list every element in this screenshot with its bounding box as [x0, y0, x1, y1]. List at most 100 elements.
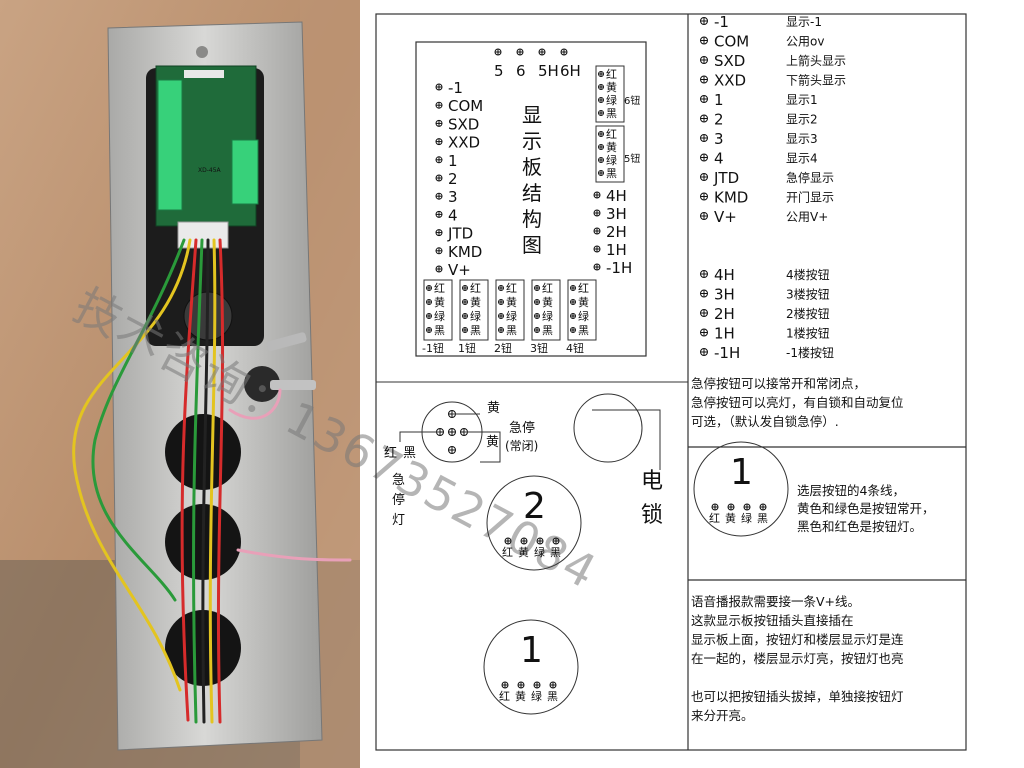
- legend-desc: 公用ov: [786, 35, 824, 49]
- terminal-icon: [538, 48, 546, 56]
- bottom-group-label: 3钮: [530, 341, 548, 355]
- terminal-icon: [593, 245, 601, 253]
- voice-note-line: 在一起的，楼层显示灯亮，按钮灯也亮: [691, 651, 904, 666]
- btn6-color: 绿: [606, 93, 617, 107]
- legend-desc: 上箭头显示: [786, 53, 846, 68]
- left-pin-label: 2: [448, 170, 458, 188]
- right-pin-label: 1H: [606, 241, 627, 259]
- bottom-group-color: 红: [434, 282, 445, 295]
- left-pin-label: SXD: [448, 115, 479, 133]
- legend-pin: V+: [714, 208, 737, 226]
- terminal-icon: [570, 313, 576, 319]
- button-number: 2: [523, 486, 546, 527]
- legend-pin: XXD: [714, 72, 746, 90]
- terminal-icon: [700, 212, 708, 220]
- top-header: [184, 70, 224, 78]
- terminal-icon: [700, 309, 708, 317]
- terminal-icon: [598, 157, 604, 163]
- bottom-group-color: 绿: [506, 309, 517, 323]
- socket-color: 绿: [531, 689, 542, 703]
- terminal-icon: [570, 285, 576, 291]
- left-pin-label: JTD: [447, 225, 473, 243]
- terminal-icon: [700, 134, 708, 142]
- legend-h-desc: 1楼按钮: [786, 326, 830, 341]
- estop-lamp-char: 急: [392, 473, 405, 488]
- board-title-char: 板: [522, 155, 542, 179]
- estop-note-line: 急停按钮可以亮灯，有自锁和自动复位: [691, 395, 904, 410]
- socket-color: 黄: [725, 511, 736, 525]
- voice-note: 语音播报款需要接一条V+线。这款显示板按钮插头直接插在显示板上面，按钮灯和楼层显…: [691, 594, 904, 723]
- terminal-icon: [435, 229, 443, 237]
- btn6-box: [595, 65, 625, 123]
- legend-pin: SXD: [714, 52, 745, 70]
- lock-wire: [592, 409, 661, 470]
- device-photo: XD-45A: [0, 0, 360, 768]
- terminal-icon: [598, 71, 604, 77]
- terminal-icon: [435, 174, 443, 182]
- terminal-icon: [598, 131, 604, 137]
- socket-color: 绿: [741, 511, 752, 525]
- socket-color: 红: [499, 690, 510, 703]
- right-pin-label: 2H: [606, 223, 627, 241]
- terminal-icon: [462, 299, 468, 305]
- bottom-group-color: 红: [542, 282, 553, 295]
- terminal-icon: [494, 48, 502, 56]
- mount-hole: [196, 46, 208, 58]
- terminal-icon: [700, 173, 708, 181]
- terminal-icon: [593, 209, 601, 217]
- btn6-label: 6钮: [624, 94, 640, 107]
- terminal-icon: [598, 84, 604, 90]
- board-title-char: 显: [522, 103, 542, 127]
- terminal-icon: [520, 537, 528, 545]
- terminal-icon: [598, 170, 604, 176]
- legend-h-desc: 4楼按钮: [786, 267, 830, 282]
- terminal-icon: [498, 327, 504, 333]
- button-socket: [486, 475, 582, 571]
- estop-black: 黑: [403, 446, 416, 461]
- btn5-color: 黑: [606, 167, 617, 180]
- button-note: 选层按钮的4条线，黄色和绿色是按钮常开，黑色和红色是按钮灯。: [797, 483, 935, 534]
- voice-note-line: 显示板上面，按钮灯和楼层显示灯是连: [691, 632, 904, 647]
- key-2: [270, 380, 316, 390]
- wire-bundle: [72, 238, 352, 724]
- bottom-group-color: 黄: [434, 295, 445, 309]
- socket-color: 红: [709, 512, 720, 525]
- terminal-icon: [598, 110, 604, 116]
- legend-pin: 1: [714, 91, 724, 109]
- terminal-icon: [534, 327, 540, 333]
- right-pin-label: 4H: [606, 187, 627, 205]
- pcb-label: XD-45A: [198, 167, 222, 174]
- board-title-char: 构: [522, 207, 542, 231]
- terminal-icon: [534, 299, 540, 305]
- legend-h-desc: 3楼按钮: [786, 287, 830, 302]
- terminal-icon: [462, 285, 468, 291]
- terminal-icon: [435, 247, 443, 255]
- terminal-icon: [498, 313, 504, 319]
- bottom-group-color: 绿: [434, 309, 445, 323]
- button-note-line: 黑色和红色是按钮灯。: [797, 519, 922, 534]
- terminal-icon: [593, 191, 601, 199]
- btn5-color: 黄: [606, 140, 617, 154]
- voice-note-line: 这款显示板按钮插头直接插在: [691, 613, 854, 628]
- terminal-icon: [435, 83, 443, 91]
- terminal-icon: [533, 681, 541, 689]
- legend-h-pin: 4H: [714, 266, 735, 284]
- legend-desc: 急停显示: [786, 170, 834, 185]
- terminal-icon: [536, 537, 544, 545]
- terminal-icon: [700, 75, 708, 84]
- legend-h-pin: 1H: [714, 325, 735, 343]
- socket-color: 黑: [550, 546, 561, 559]
- estop-yellow2: 黄: [486, 435, 499, 450]
- terminal-icon: [700, 114, 708, 123]
- button-note-line: 选层按钮的4条线，: [797, 483, 905, 498]
- estop-lamp-char: 灯: [392, 513, 405, 528]
- socket-color: 黄: [518, 545, 529, 559]
- terminal-icon: [560, 48, 568, 56]
- terminal-icon: [700, 36, 708, 45]
- terminal-icon: [435, 210, 443, 218]
- terminal-icon: [593, 263, 601, 271]
- btn6-color: 黑: [606, 107, 617, 120]
